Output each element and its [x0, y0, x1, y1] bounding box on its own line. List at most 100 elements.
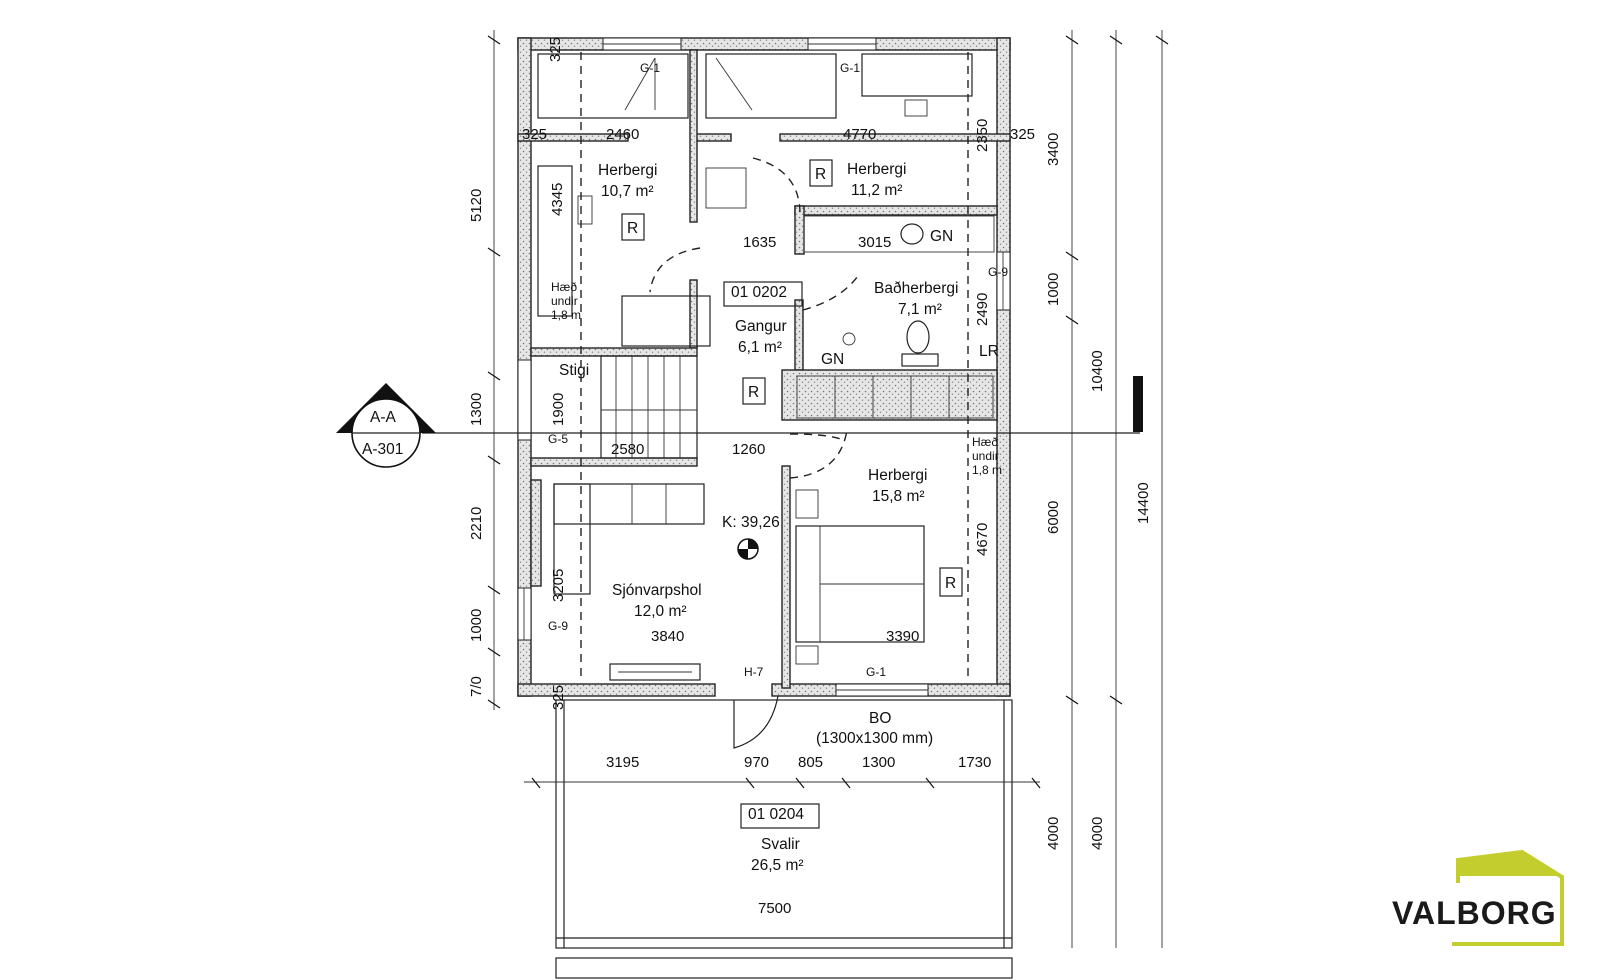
room-name: Sjónvarpshol	[612, 582, 702, 599]
dimension-labels: 325 325 2460 4770 2350 325 3400 5120 434…	[468, 37, 1152, 917]
dimension-label: 3400	[1045, 133, 1062, 166]
r-box	[742, 377, 766, 405]
room-name: Stigi	[559, 362, 589, 379]
dimension-label: 3015	[858, 234, 891, 251]
room-area: 26,5 m²	[751, 857, 804, 874]
room-name: Herbergi	[868, 467, 927, 484]
dimension-label: 7500	[758, 900, 791, 917]
dimension-label: 1000	[468, 609, 485, 642]
room-name: Gangur	[735, 318, 787, 335]
dimension-label: 7/0	[468, 676, 485, 697]
r-box	[809, 159, 833, 187]
window-label: G-1	[840, 61, 860, 75]
dimension-label: 1300	[468, 393, 485, 426]
interior-walls	[517, 49, 1011, 689]
ceiling-note: 1,8 m	[972, 463, 1002, 477]
dimension-label: 2580	[611, 441, 644, 458]
dimension-label: 4000	[1089, 817, 1106, 850]
dimension-label: 325	[547, 37, 564, 62]
ceiling-note: 1,8 m	[551, 308, 581, 322]
dimension-label: 1000	[1045, 273, 1062, 306]
room-name: Baðherbergi	[874, 280, 958, 297]
room-area: 15,8 m²	[872, 488, 925, 505]
section-line	[336, 376, 1143, 468]
window-label: G-1	[640, 61, 660, 75]
dimension-label: 1900	[550, 393, 567, 426]
dimension-label: 805	[798, 754, 823, 771]
dimension-label: 2210	[468, 507, 485, 540]
balcony	[555, 699, 1013, 979]
dimension-label: 14400	[1135, 482, 1152, 524]
dimension-label: 10400	[1089, 350, 1106, 392]
ceiling-note: undir	[551, 294, 578, 308]
lr-label: LR	[979, 343, 999, 360]
gn-label: GN	[821, 351, 844, 368]
window-label: G-9	[548, 619, 568, 633]
room-area: 11,2 m²	[851, 182, 902, 199]
r-marker: R	[815, 166, 826, 183]
dimension-label: 1260	[732, 441, 765, 458]
room-name: Herbergi	[847, 161, 906, 178]
r-marker: R	[945, 575, 956, 592]
room-labels: Herbergi 10,7 m² Herbergi 11,2 m² Baðher…	[559, 161, 958, 874]
dashed-lines	[580, 52, 969, 749]
dimension-label: 2490	[974, 293, 991, 326]
room-code: 01 0204	[748, 806, 804, 823]
valborg-logo: VALBORG	[1392, 849, 1564, 946]
level-label: K: 39,26	[722, 514, 780, 531]
dimension-label: 6000	[1045, 501, 1062, 534]
window-label: G-5	[548, 432, 568, 446]
dimension-label: 2460	[606, 126, 639, 143]
bo-size: (1300x1300 mm)	[816, 730, 933, 747]
room-name: Svalir	[761, 836, 800, 853]
door-label: H-7	[744, 665, 764, 679]
room-area: 12,0 m²	[634, 603, 687, 620]
room-area: 7,1 m²	[898, 301, 942, 318]
dimension-label: 4000	[1045, 817, 1062, 850]
fixtures	[537, 53, 995, 681]
gn-label: GN	[930, 228, 953, 245]
logo-wordmark: VALBORG	[1392, 895, 1557, 931]
dimension-label: 1635	[743, 234, 776, 251]
wall-bottom-left	[517, 683, 716, 697]
section-sheet: A-301	[362, 441, 403, 458]
bo-label: BO	[869, 710, 891, 727]
room-code-box-gangur	[723, 281, 803, 307]
dimension-label: 3195	[606, 754, 639, 771]
annotations: G-1 G-1 G-1 G-9 G-9 G-5 H-7 R R R R GN G…	[362, 61, 1008, 747]
ceiling-note: Hæð	[551, 280, 577, 294]
r-marker: R	[627, 220, 638, 237]
wall-top	[517, 37, 1011, 51]
dimension-label: 1300	[862, 754, 895, 771]
r-marker: R	[748, 384, 759, 401]
ceiling-note: undir	[972, 449, 999, 463]
window-label: G-9	[988, 265, 1008, 279]
dimension-label: 5120	[468, 189, 485, 222]
r-box	[939, 567, 963, 597]
ceiling-note: Hæð	[972, 435, 998, 449]
room-code: 01 0202	[731, 284, 787, 301]
dimension-label: 325	[550, 685, 567, 710]
dimension-label: 4345	[549, 183, 566, 216]
dimension-label: 3205	[550, 569, 567, 602]
dimension-label: 4670	[974, 523, 991, 556]
r-box	[621, 213, 645, 241]
dimension-label: 970	[744, 754, 769, 771]
dimension-label: 3390	[886, 628, 919, 645]
room-area: 10,7 m²	[601, 183, 654, 200]
exterior-walls	[517, 37, 1011, 697]
dimension-label: 325	[1010, 126, 1035, 143]
room-area: 6,1 m²	[738, 339, 782, 356]
dimension-lines	[487, 30, 1169, 948]
dimension-label: 3840	[651, 628, 684, 645]
dimension-label: 2350	[974, 119, 991, 152]
dimension-label: 1730	[958, 754, 991, 771]
room-code-box-svalir	[740, 803, 820, 829]
window-label: G-1	[866, 665, 886, 679]
room-name: Herbergi	[598, 162, 657, 179]
dimension-label: 4770	[843, 126, 876, 143]
section-letter: A-A	[370, 409, 397, 426]
dimension-label: 325	[522, 126, 547, 143]
